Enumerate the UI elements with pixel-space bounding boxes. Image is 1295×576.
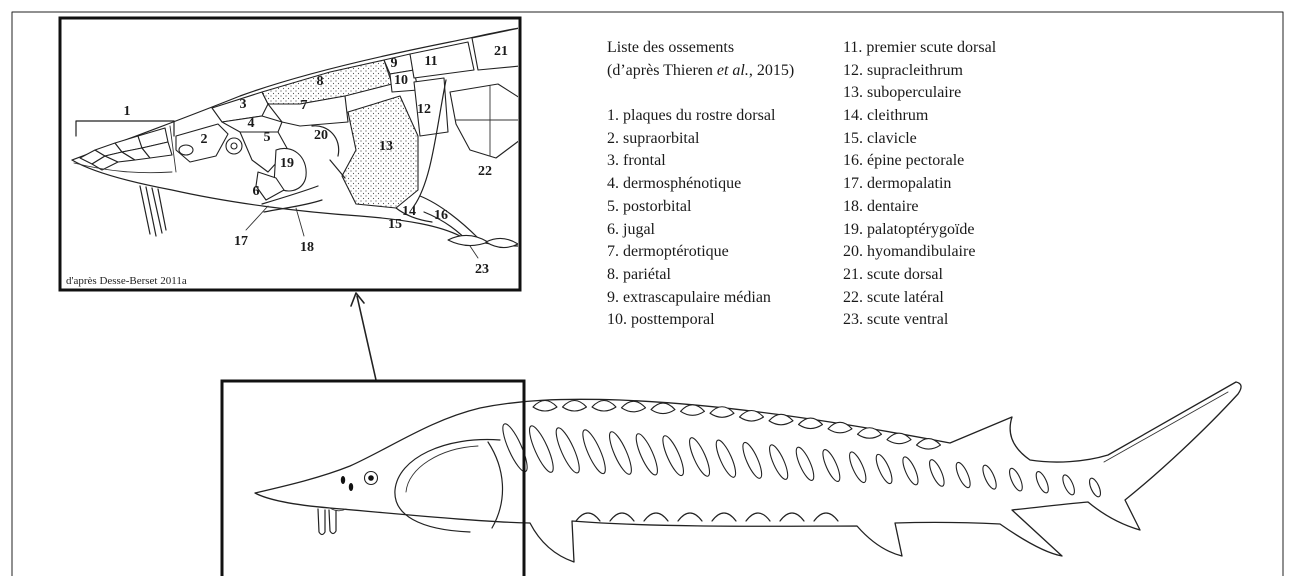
legend-item: 7. dermoptérotique <box>607 241 794 264</box>
legend-item: 19. palatoptérygoïde <box>843 219 996 242</box>
legend-item: 2. supraorbital <box>607 128 794 151</box>
legend-column-2: 11. premier scute dorsal 12. supracleith… <box>843 37 996 332</box>
nostril-icon <box>341 476 345 484</box>
legend-item: 9. extrascapulaire médian <box>607 287 794 310</box>
legend-item: 23. scute ventral <box>843 309 996 332</box>
legend-source: (d’après Thieren et al., 2015) <box>607 60 794 83</box>
bone-label-11: 11 <box>424 54 437 69</box>
legend-item: 21. scute dorsal <box>843 264 996 287</box>
bone-label-8: 8 <box>317 74 324 89</box>
legend-source-suffix: , 2015) <box>749 62 794 79</box>
barbel <box>158 189 166 230</box>
legend-item: 4. dermosphénotique <box>607 173 794 196</box>
bone-label-16: 16 <box>434 208 448 223</box>
bone-label-19: 19 <box>280 156 294 171</box>
leader-line-23 <box>470 246 478 258</box>
legend-source-prefix: (d’après Thieren <box>607 62 717 79</box>
head-skeleton-drawing <box>72 28 520 258</box>
legend-item: 6. jugal <box>607 219 794 242</box>
legend-item: 3. frontal <box>607 150 794 173</box>
leader-line-18 <box>296 208 304 236</box>
legend-item: 11. premier scute dorsal <box>843 37 996 60</box>
pupil <box>368 475 374 481</box>
bone-label-22: 22 <box>478 164 492 179</box>
leader-line-17 <box>246 206 268 230</box>
bone-label-20: 20 <box>314 128 328 143</box>
legend-item: 16. épine pectorale <box>843 150 996 173</box>
inset-barbels <box>140 186 166 236</box>
bone-label-2: 2 <box>201 132 208 147</box>
legend-spacer <box>607 82 794 105</box>
rostrum-boundary-line <box>170 126 176 172</box>
bone-label-17: 17 <box>234 234 248 249</box>
bone-label-23: 23 <box>475 262 489 277</box>
sturgeon-body-outline <box>255 382 1241 562</box>
bone-label-6: 6 <box>253 184 260 199</box>
bone-label-21: 21 <box>494 44 508 59</box>
head-detail-inset: 1 2 3 4 5 6 7 8 9 10 11 12 13 14 15 16 1… <box>60 18 520 290</box>
rostral-plates <box>74 126 176 173</box>
bone-label-4: 4 <box>248 116 255 131</box>
bone-label-9: 9 <box>391 56 398 71</box>
barbel <box>318 509 325 535</box>
nasal-opening <box>179 145 193 155</box>
legend-item: 20. hyomandibulaire <box>843 241 996 264</box>
legend-item: 22. scute latéral <box>843 287 996 310</box>
ventral-scute <box>486 238 518 247</box>
bone-number-labels: 1 2 3 4 5 6 7 8 9 10 11 12 13 14 15 16 1… <box>124 44 509 277</box>
inset-credit: d'après Desse-Berset 2011a <box>66 275 187 287</box>
bone-label-13: 13 <box>379 139 393 154</box>
legend-item: 1. plaques du rostre dorsal <box>607 105 794 128</box>
lateral-scute <box>450 84 520 158</box>
legend-item: 13. suboperculaire <box>843 82 996 105</box>
barbel <box>329 510 336 534</box>
legend-item: 10. posttemporal <box>607 309 794 332</box>
legend-item: 17. dermopalatin <box>843 173 996 196</box>
bone-label-5: 5 <box>264 130 271 145</box>
legend-item: 14. cleithrum <box>843 105 996 128</box>
legend-title: Liste des ossements <box>607 37 794 60</box>
bone-label-15: 15 <box>388 217 402 232</box>
legend-column-1: Liste des ossements (d’après Thieren et … <box>607 37 794 332</box>
bone-label-1: 1 <box>124 104 131 119</box>
legend-source-italic: et al. <box>717 62 749 79</box>
zoom-arrow <box>351 293 376 380</box>
legend-item: 15. clavicle <box>843 128 996 151</box>
barbel <box>140 186 150 234</box>
bone-label-10: 10 <box>394 73 408 88</box>
arrow-shaft <box>357 296 376 380</box>
ventral-scute <box>448 235 488 245</box>
bone-label-7: 7 <box>301 98 308 113</box>
legend-item: 12. supracleithrum <box>843 60 996 83</box>
whole-sturgeon <box>255 382 1241 562</box>
legend-item: 8. pariétal <box>607 264 794 287</box>
first-dorsal-scute <box>410 42 474 78</box>
bone-label-18: 18 <box>300 240 314 255</box>
bone-label-3: 3 <box>240 97 247 112</box>
bone-label-12: 12 <box>417 102 431 117</box>
inset-pupil <box>231 143 237 149</box>
barbel <box>146 187 156 236</box>
legend-item: 18. dentaire <box>843 196 996 219</box>
bone-label-14: 14 <box>402 204 416 219</box>
nostril-icon <box>349 483 353 491</box>
legend-item: 5. postorbital <box>607 196 794 219</box>
